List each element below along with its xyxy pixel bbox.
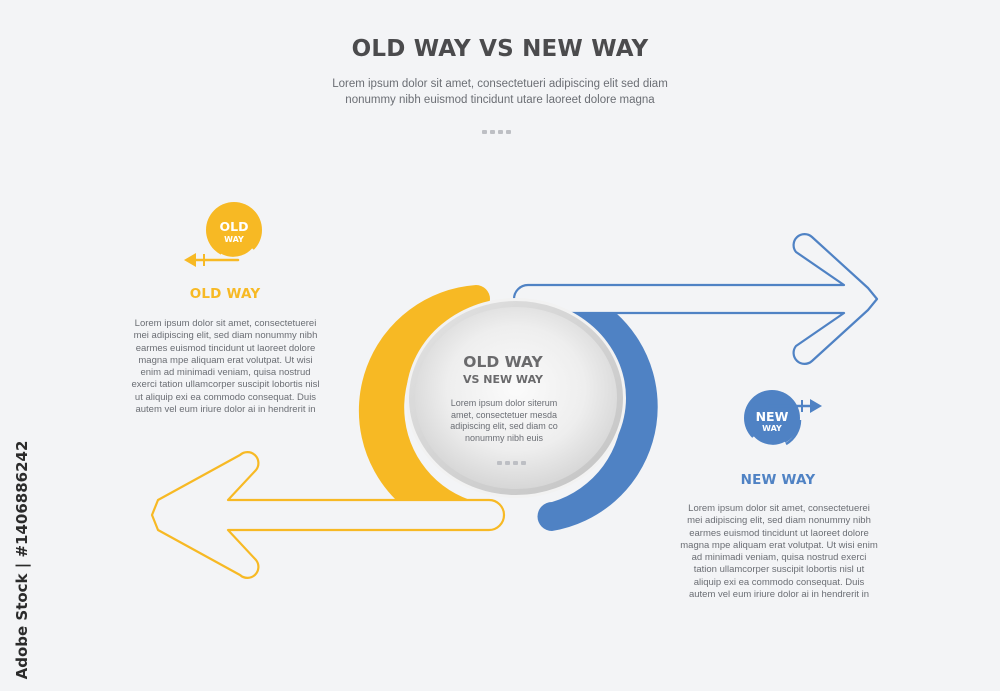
old-way-badge-line2: WAY <box>224 235 244 244</box>
watermark-side-label: Adobe Stock | #1406886242 <box>2 440 42 680</box>
new-way-badge-line2: WAY <box>762 424 782 433</box>
new-way-badge-line1: NEW <box>755 409 789 424</box>
old-way-badge-icon <box>184 202 262 267</box>
center-description: Lorem ipsum dolor siterum amet, consecte… <box>450 398 558 443</box>
old-way-badge-line1: OLD <box>219 219 249 234</box>
new-way-badge-icon <box>744 390 822 450</box>
header-dots <box>482 130 511 134</box>
new-way-description: Lorem ipsum dolor sit amet, consectetuer… <box>680 503 878 601</box>
new-way-heading: NEW WAY <box>740 472 816 488</box>
center-circle <box>409 301 623 495</box>
old-way-description: Lorem ipsum dolor sit amet, consectetuer… <box>131 318 320 416</box>
center-title: OLD WAY <box>463 353 543 371</box>
old-way-heading: OLD WAY <box>189 286 261 302</box>
old-way-arrow <box>150 451 506 579</box>
center-dots <box>497 461 526 465</box>
old-way-crescent <box>358 285 490 500</box>
center-subtitle: VS NEW WAY <box>462 373 543 386</box>
page-title: OLD WAY VS NEW WAY <box>351 36 649 62</box>
watermark-text: Adobe Stock | #1406886242 <box>13 440 31 680</box>
page-subtitle: Lorem ipsum dolor sit amet, consectetuer… <box>332 78 668 106</box>
new-way-crescent <box>537 313 658 531</box>
